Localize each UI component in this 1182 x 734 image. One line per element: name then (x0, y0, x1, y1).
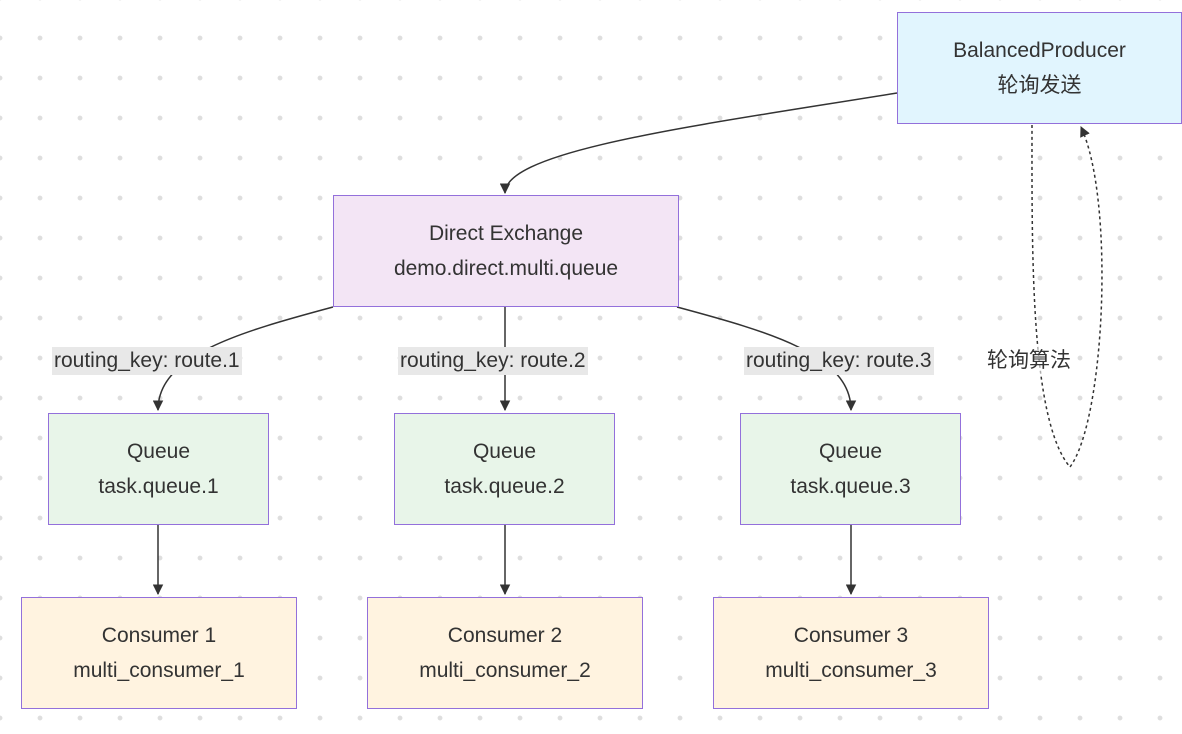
queue-node-2[interactable]: Queue task.queue.2 (394, 413, 615, 525)
queue-2-title: Queue (472, 440, 537, 463)
queue-node-3[interactable]: Queue task.queue.3 (740, 413, 961, 525)
queue-node-1[interactable]: Queue task.queue.1 (48, 413, 269, 525)
consumer-1-subtitle: multi_consumer_1 (73, 659, 245, 682)
edge-producer-self-loop (1031, 124, 1103, 469)
loop-label: 轮询算法 (987, 347, 1071, 375)
queue-2-subtitle: task.queue.2 (444, 475, 565, 498)
queue-3-subtitle: task.queue.3 (790, 475, 911, 498)
producer-title: BalancedProducer (953, 39, 1126, 62)
routing-label-3: routing_key: route.3 (744, 347, 934, 375)
exchange-title: Direct Exchange (428, 222, 584, 245)
consumer-node-2[interactable]: Consumer 2 multi_consumer_2 (367, 597, 643, 709)
consumer-3-subtitle: multi_consumer_3 (765, 659, 937, 682)
consumer-2-title: Consumer 2 (447, 624, 563, 647)
queue-3-title: Queue (818, 440, 883, 463)
queue-1-title: Queue (126, 440, 191, 463)
edge-producer-to-exchange (499, 92, 898, 195)
producer-subtitle: 轮询发送 (997, 74, 1082, 97)
queue-1-subtitle: task.queue.1 (98, 475, 219, 498)
producer-node[interactable]: BalancedProducer 轮询发送 (897, 12, 1182, 124)
routing-label-1: routing_key: route.1 (52, 347, 242, 375)
consumer-2-subtitle: multi_consumer_2 (419, 659, 591, 682)
consumer-node-3[interactable]: Consumer 3 multi_consumer_3 (713, 597, 989, 709)
exchange-subtitle: demo.direct.multi.queue (393, 257, 619, 280)
consumer-node-1[interactable]: Consumer 1 multi_consumer_1 (21, 597, 297, 709)
exchange-node[interactable]: Direct Exchange demo.direct.multi.queue (333, 195, 679, 307)
routing-label-2: routing_key: route.2 (398, 347, 588, 375)
consumer-1-title: Consumer 1 (101, 624, 217, 647)
consumer-3-title: Consumer 3 (793, 624, 909, 647)
